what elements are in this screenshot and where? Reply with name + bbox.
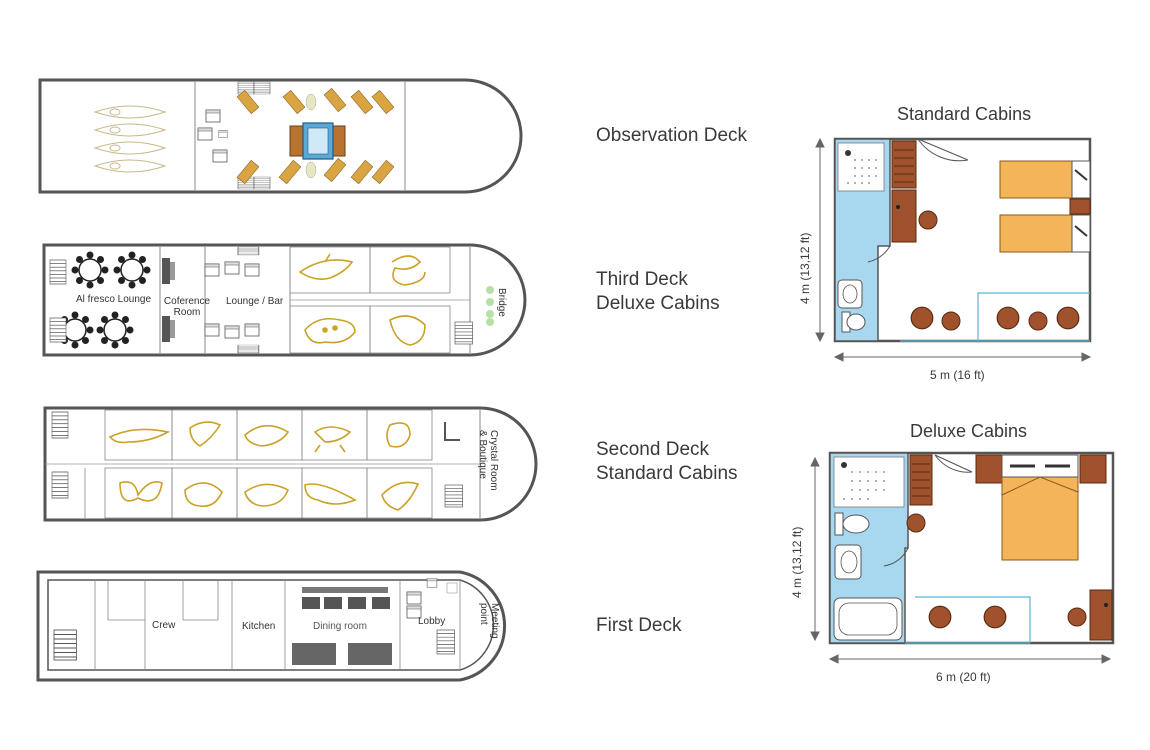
room-label-lounge-bar: Lounge / Bar [226,296,284,307]
bridge-window-icon [486,286,494,326]
balcony-glass [905,596,1031,644]
sink-icon [834,544,862,580]
turtle-icon [244,424,290,447]
door-icon [883,454,973,567]
sink-icon [837,279,863,309]
room-label-meeting-point: Meeting point [478,603,500,639]
first-deck-plan [36,570,506,682]
jaguar-icon [304,317,356,344]
nightstand-icon [975,454,1107,484]
deluxe-cabin-plan [810,451,1115,664]
wardrobe-icon [891,140,917,243]
toilet-icon [841,311,866,333]
otter-icon [304,483,357,505]
armchair-icon [910,306,1080,331]
second-deck-plan [43,406,538,522]
anteater-icon [244,483,289,507]
deck-label-third-name: Third Deck [596,269,688,290]
room-label-conference-line2: Room [173,307,201,318]
room-label-crystal-line1: Crystal Room [488,430,499,491]
observation-deck-plan [38,78,523,194]
room-label-crystal-line2: & Boutique [477,430,488,479]
manatee-icon [389,315,426,346]
bird-icon [381,481,420,511]
shower-icon [837,142,885,192]
wardrobe-icon [909,454,933,506]
sofa-icon [406,578,458,619]
double-bed-icon [1001,454,1079,561]
deck-label-second-name: Second Deck [596,439,710,460]
lifeboat-icon [93,105,167,173]
deluxe-cabin-width: 6 m (20 ft) [936,670,991,684]
deluxe-cabin-title: Deluxe Cabins [910,421,1028,441]
door-icon [867,138,969,263]
room-label-meeting-line1: Meeting [489,603,500,639]
bathtub-icon [833,597,903,641]
dining-table-icon [292,587,392,665]
chair-icon [906,513,926,533]
room-label-bridge: Bridge [496,288,507,317]
crocodile-icon [108,428,171,444]
bed-icon [999,160,1091,253]
monkey-icon [386,422,411,448]
room-label-kitchen: Kitchen [242,621,276,632]
jacuzzi-icon [289,122,346,160]
deluxe-cabin-height: 4 m (13,12 ft) [790,526,804,598]
conference-table-icon [162,258,175,342]
dolphin-icon [298,253,354,280]
display-case-icon [444,422,460,441]
chair-icon [918,210,938,230]
standard-cabin-height: 4 m (13,12 ft) [798,232,812,304]
bench-icon [305,93,317,179]
deck-label-second-subtitle: Standard Cabins [596,463,738,484]
room-label-alfresco: Al fresco Lounge [76,294,152,305]
third-deck-plan [42,243,527,357]
deck-label-third: Third Deck Deluxe Cabins [596,268,720,316]
room-label-crew: Crew [152,620,176,631]
deck-label-observation: Observation Deck [596,125,748,146]
frog-icon [184,482,223,508]
deck-label-third-subtitle: Deluxe Cabins [596,293,720,314]
shower-icon [833,456,905,508]
snake-icon [391,255,426,286]
ant-icon [313,426,352,453]
dimension-arrows [815,137,1092,362]
room-label-conference: Coference Room [163,296,211,318]
room-label-dining: Dining room [313,621,367,632]
standard-cabin-plan [815,137,1092,362]
deck-label-second: Second Deck Standard Cabins [596,438,738,486]
room-label-conference-line1: Coference [163,296,211,307]
toilet-icon [834,512,870,536]
butterfly-icon [119,481,163,502]
desk-icon [1089,589,1113,641]
room-label-meeting-line2: point [478,603,489,625]
standard-cabin-title: Standard Cabins [897,104,1032,124]
toucan-icon [189,421,222,447]
deck-label-first: First Deck [596,615,682,636]
dimension-arrows [810,456,1112,664]
standard-cabin-width: 5 m (16 ft) [930,368,985,382]
room-label-lobby: Lobby [418,616,446,627]
room-label-crystal-room: Crystal Room & Boutique [477,430,499,491]
balcony-glass [900,292,1090,342]
